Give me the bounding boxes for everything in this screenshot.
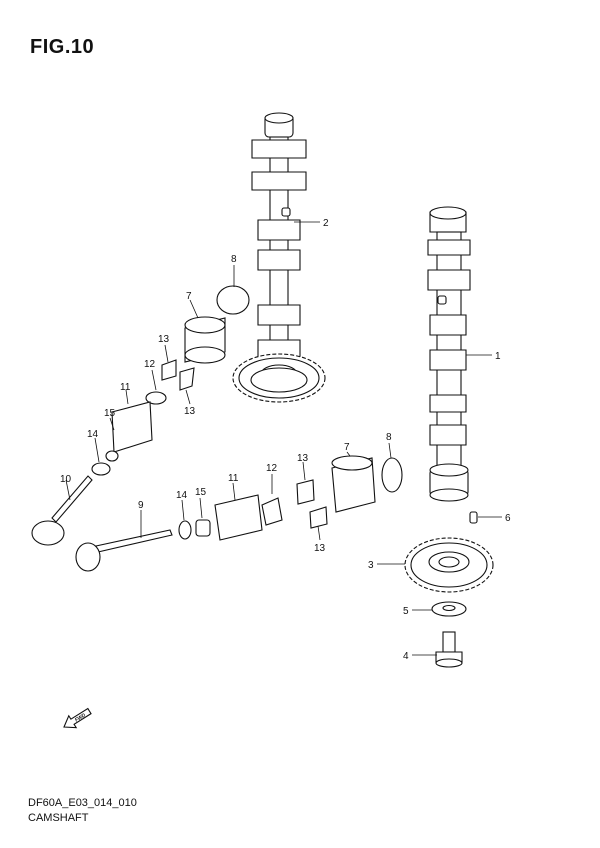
left-camshaft <box>232 112 326 403</box>
valve-10 <box>31 475 93 546</box>
callout-13-lower-b: 13 <box>314 543 326 554</box>
diagram-code: DF60A_E03_014_010 <box>28 797 137 809</box>
callout-8-upper: 8 <box>231 254 237 265</box>
callout-labels: 1 2 3 4 5 6 7 7 8 8 9 10 11 11 12 12 13 … <box>60 218 511 662</box>
washer <box>431 601 467 617</box>
cam-sprocket <box>404 537 494 593</box>
bolt <box>435 631 463 668</box>
callout-10: 10 <box>60 474 72 485</box>
right-camshaft <box>427 206 471 502</box>
leader-lines <box>65 221 502 656</box>
callout-6: 6 <box>505 513 511 524</box>
callout-4: 4 <box>403 651 409 662</box>
fwd-arrow-icon: FWD <box>63 707 92 729</box>
callout-7-lower: 7 <box>344 442 350 453</box>
figure-title: FIG.10 <box>30 36 95 58</box>
callout-7-upper: 7 <box>186 291 192 302</box>
callout-5: 5 <box>403 606 409 617</box>
callout-12-lower: 12 <box>266 463 278 474</box>
callout-3: 3 <box>368 560 374 571</box>
callout-15-lower: 15 <box>195 487 207 498</box>
callout-11-lower: 11 <box>228 473 239 484</box>
callout-15-upper: 15 <box>104 408 116 419</box>
callout-13-lower-a: 13 <box>297 453 309 464</box>
callout-12-upper: 12 <box>144 359 156 370</box>
callout-13-upper-b: 13 <box>184 406 196 417</box>
callout-11-upper: 11 <box>120 382 131 393</box>
lower-valve-train <box>178 455 403 541</box>
callout-2: 2 <box>323 218 329 229</box>
valve-9 <box>75 529 173 572</box>
callout-9: 9 <box>138 500 144 511</box>
callout-1: 1 <box>495 351 501 362</box>
callout-13-upper-a: 13 <box>158 334 170 345</box>
fwd-label: FWD <box>74 712 87 723</box>
diagram-name: CAMSHAFT <box>28 812 89 824</box>
callout-14-upper: 14 <box>87 429 99 440</box>
callout-14-lower: 14 <box>176 490 188 501</box>
dowel-pin <box>469 511 478 524</box>
upper-valve-train <box>91 285 250 476</box>
callout-8-lower: 8 <box>386 432 392 443</box>
